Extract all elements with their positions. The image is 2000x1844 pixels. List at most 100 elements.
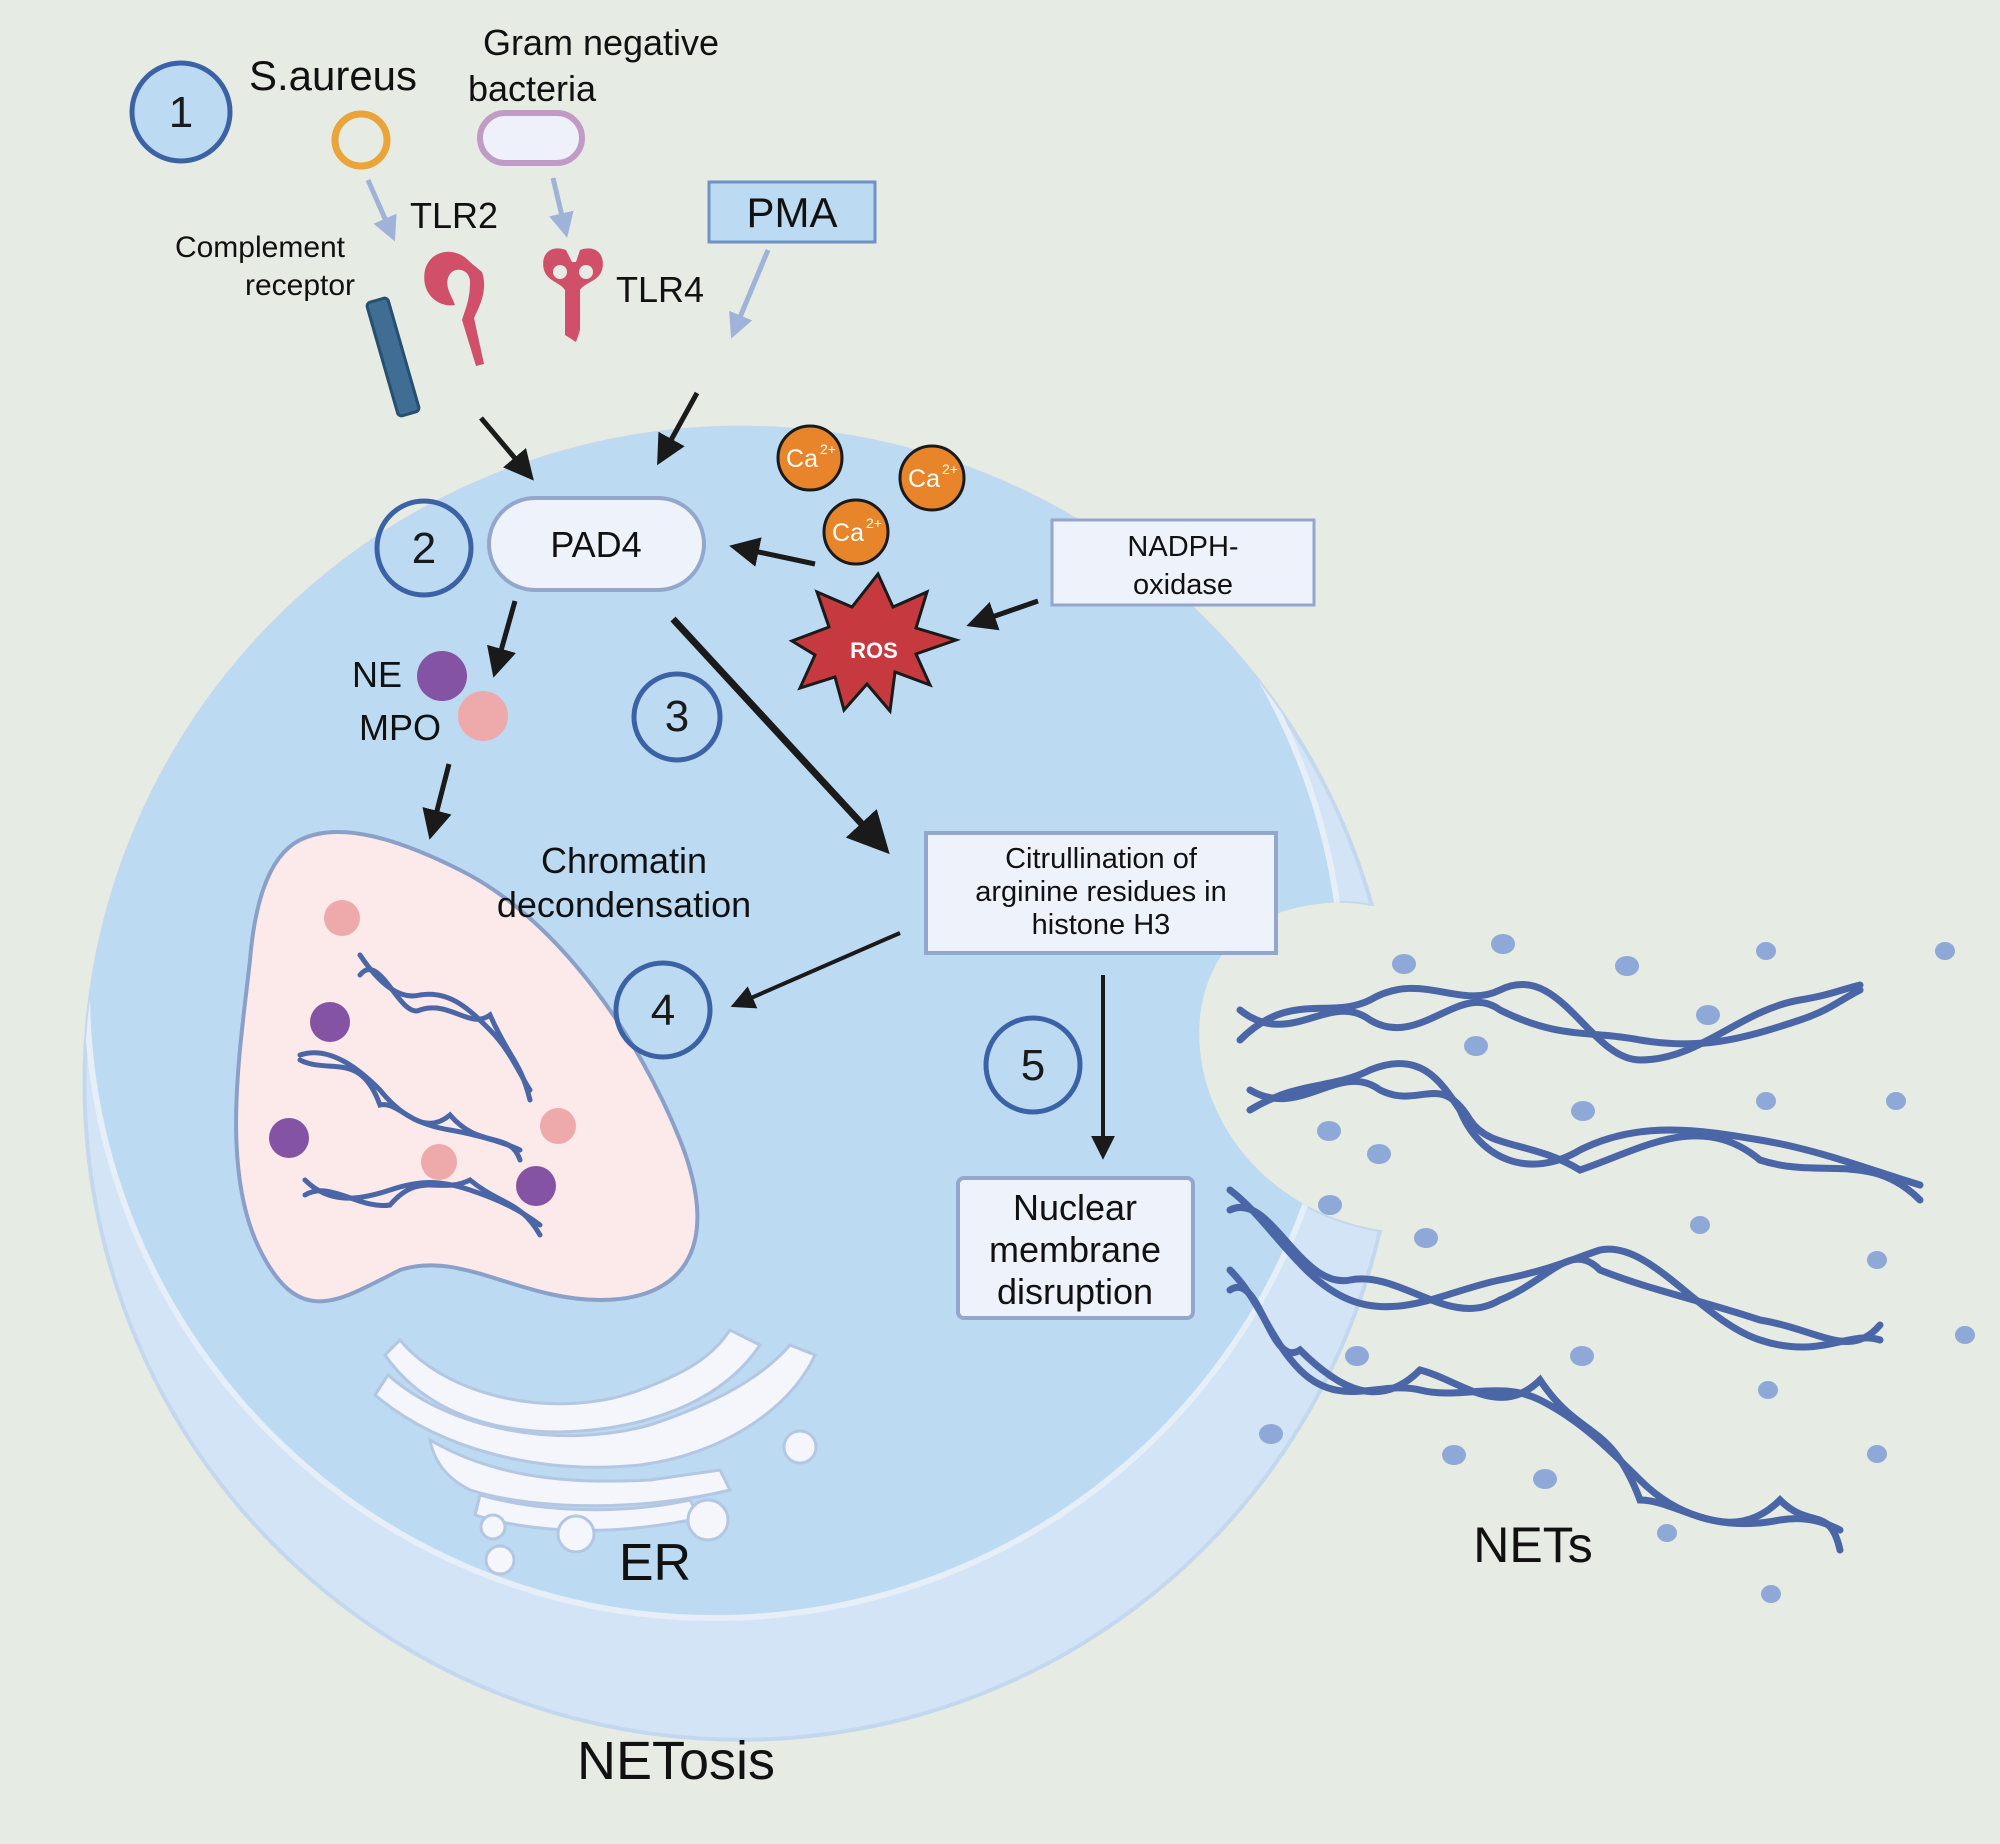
net-dot (1392, 954, 1416, 974)
chromatin-strands (297, 952, 543, 1238)
ne-granule (269, 1118, 309, 1158)
nets-region-bg (1199, 902, 2000, 1230)
calcium-ion: Ca 2+ (898, 444, 966, 512)
s-aureus-label: S.aureus (249, 52, 417, 99)
step-number: 4 (651, 986, 675, 1035)
step-number: 3 (665, 692, 689, 741)
calcium-label: Ca (786, 445, 818, 473)
pad4-node: PAD4 (487, 496, 706, 592)
net-granule-dots (1259, 934, 1975, 1603)
net-dot (1571, 1101, 1595, 1121)
chromatin-label-line1: Chromatin (541, 840, 707, 881)
ne-label: NE (352, 654, 402, 695)
er-label: ER (619, 1534, 691, 1592)
net-strand (1226, 1266, 1844, 1554)
calcium-label: Ca (908, 465, 940, 493)
step-number: 2 (412, 524, 436, 573)
net-dot (1533, 1469, 1557, 1489)
tlr4-notch (579, 265, 593, 279)
ros-starburst (788, 571, 961, 715)
net-dot (1756, 942, 1776, 960)
gram-negative-bacterium (477, 110, 585, 166)
nuclear-line3: disruption (997, 1271, 1153, 1312)
nadph-box (1050, 518, 1316, 607)
pma-box (707, 180, 877, 244)
nadph-label-line1: NADPH- (1127, 531, 1238, 563)
step-circle (983, 1015, 1083, 1115)
net-dot (1259, 1424, 1283, 1444)
er-vesicle (782, 1429, 818, 1465)
mpo-granule (324, 900, 360, 936)
nuclear-line1: Nuclear (1013, 1187, 1137, 1228)
net-dot (1955, 1326, 1975, 1344)
net-dot (1442, 1445, 1466, 1465)
er-vesicle (479, 1513, 507, 1541)
nucleus-envelope (234, 829, 700, 1304)
net-dot (1886, 1092, 1906, 1110)
calcium-circle (898, 444, 966, 512)
er-vesicle (484, 1544, 516, 1576)
endoplasmic-reticulum (373, 1328, 818, 1576)
arrow-receptors-to-pad4 (479, 416, 534, 481)
pad4-label: PAD4 (550, 524, 641, 565)
calcium-ion: Ca 2+ (822, 498, 890, 566)
tlr4-receptor (543, 248, 603, 342)
citrullination-line3: histone H3 (1032, 909, 1171, 941)
ne-granule (516, 1166, 556, 1206)
calcium-circle (776, 424, 844, 492)
net-dot (1464, 1036, 1488, 1056)
net-dot (1696, 1005, 1720, 1025)
step-circle (129, 60, 233, 164)
er-vesicle (556, 1514, 596, 1554)
arrow-citrullination-to-step4 (730, 931, 901, 1009)
step-4-badge: 4 (613, 960, 713, 1060)
pma-node: PMA (707, 180, 877, 244)
s-aureus-bacterium (331, 110, 391, 170)
step-circle (631, 671, 723, 763)
complement-label-line1: Complement (175, 231, 346, 264)
pma-label: PMA (746, 189, 837, 236)
net-dot (1345, 1346, 1369, 1366)
er-cisterna (373, 1343, 818, 1469)
gram-negative-label-line2: bacteria (468, 68, 597, 109)
gram-negative-label-line1: Gram negative (483, 22, 719, 63)
citrullination-line1: Citrullination of (1005, 843, 1198, 875)
step-circle (613, 960, 713, 1060)
net-strand (1226, 1186, 1884, 1351)
tlr2-receptor (424, 251, 485, 366)
calcium-label: Ca (832, 519, 864, 547)
net-dot (1761, 1585, 1781, 1603)
net-dot (1758, 1381, 1778, 1399)
net-dot (1867, 1445, 1887, 1463)
citrullination-line2: arginine residues in (975, 876, 1226, 908)
tlr4-notch (553, 265, 567, 279)
nuclear-disruption-node: Nuclear membrane disruption (956, 1176, 1195, 1320)
net-dot (1570, 1346, 1594, 1366)
diagram-title: NETosis (577, 1731, 775, 1791)
ros-label: ROS (850, 638, 898, 663)
arrow-pma-to-pad4 (657, 391, 700, 466)
ne-granule-legend (417, 651, 467, 701)
arrow-pma-to-membrane (729, 249, 771, 339)
net-dot (1615, 956, 1639, 976)
calcium-charge: 2+ (866, 515, 882, 531)
complement-receptor-shape (365, 296, 421, 418)
arrow-pad4-to-citrullination (670, 616, 890, 855)
nadph-label-line2: oxidase (1133, 569, 1233, 601)
net-dna-strands (1226, 980, 1924, 1554)
chromatin-label-line2: decondensation (497, 884, 751, 925)
tlr4-label: TLR4 (616, 269, 704, 310)
step-number: 1 (169, 88, 193, 137)
net-dot (1317, 1121, 1341, 1141)
mpo-label: MPO (359, 707, 441, 748)
pad4-pill (487, 496, 706, 592)
step-number: 5 (1021, 1041, 1045, 1090)
net-dot (1414, 1228, 1438, 1248)
complement-receptor (365, 296, 421, 418)
calcium-circle (822, 498, 890, 566)
step-1-badge: 1 (129, 60, 233, 164)
net-dot (1318, 1195, 1342, 1215)
er-cisterna (427, 1437, 733, 1508)
